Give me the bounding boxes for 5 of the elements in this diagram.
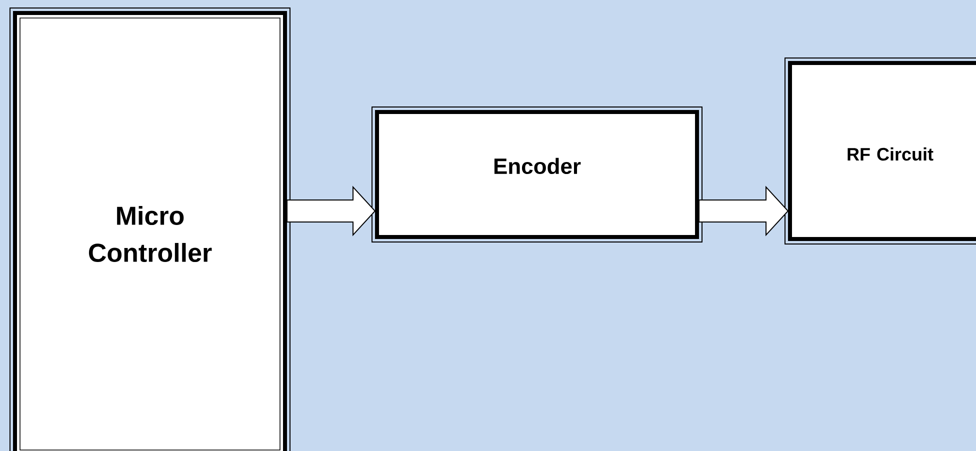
block-arrow bbox=[698, 186, 789, 236]
block-box: Micro Controller bbox=[10, 8, 290, 451]
block-box: RF Circuit bbox=[784, 58, 976, 244]
block-arrow bbox=[286, 186, 376, 236]
block-box: Encoder bbox=[372, 106, 702, 242]
